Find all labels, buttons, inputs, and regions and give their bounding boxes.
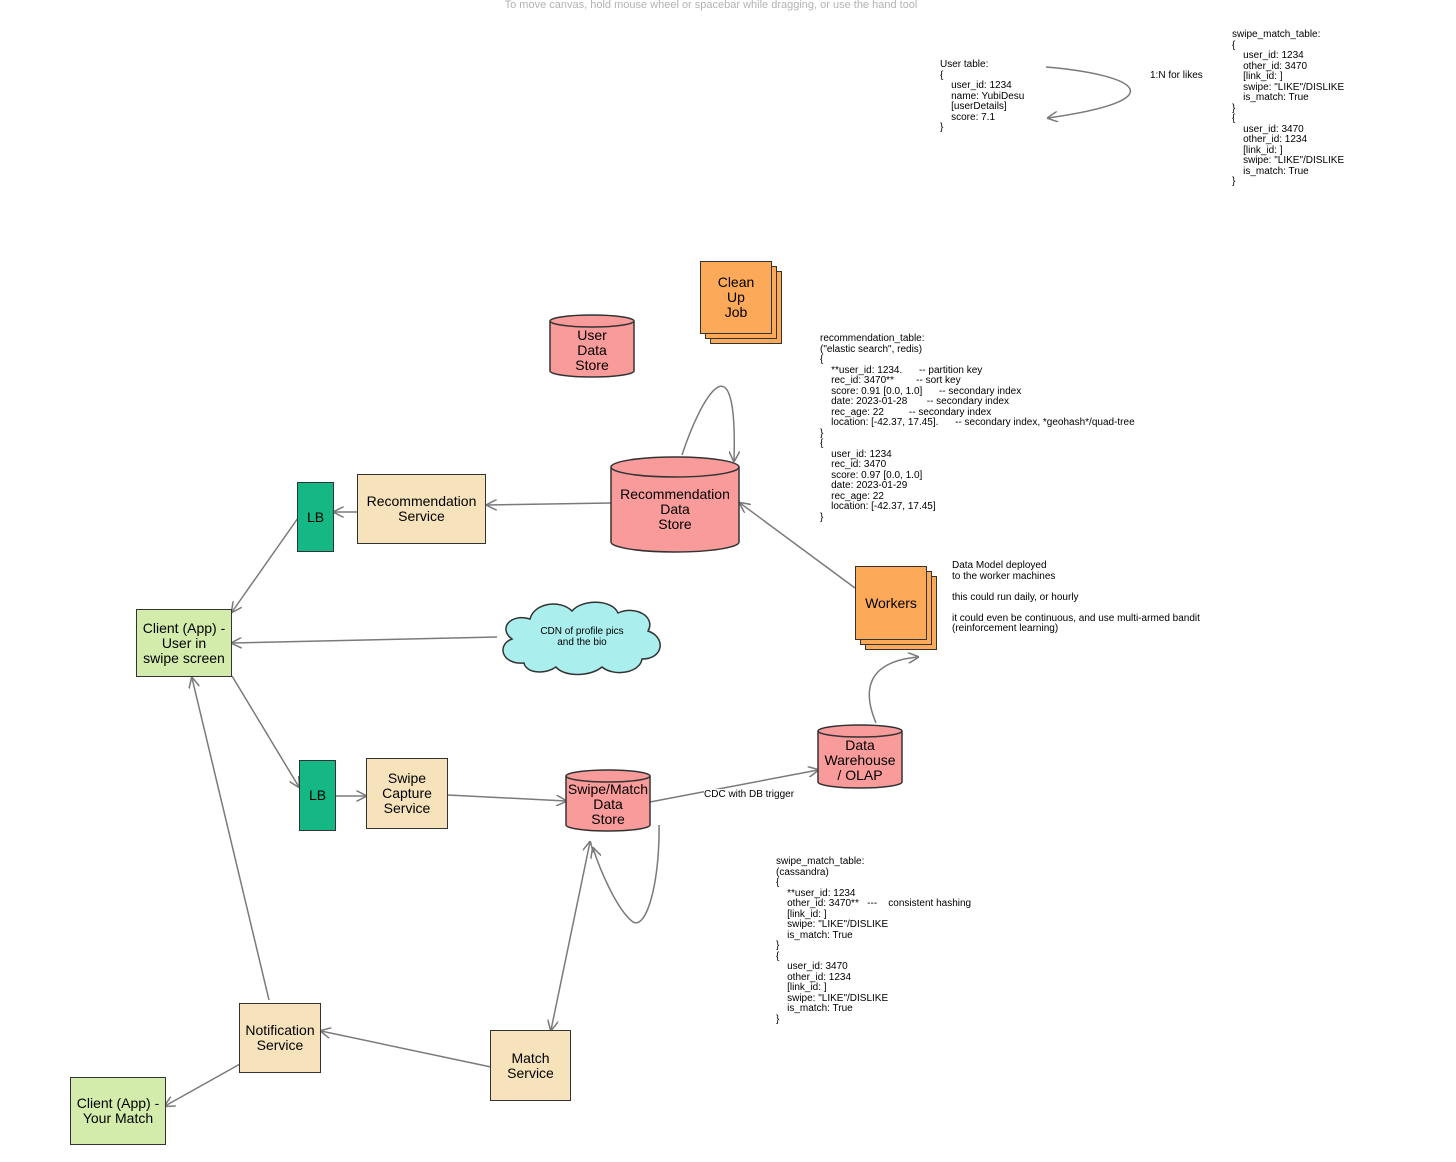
client-swipe-screen[interactable]: Client (App) - User in swipe screen <box>136 609 232 677</box>
user-data-store-cylinder <box>549 314 635 378</box>
cdn-cloud-icon[interactable] <box>494 597 668 677</box>
swipe-match-table-bottom-note: swipe_match_table: (cassandra) { **user_… <box>776 856 972 1025</box>
match-service-label: Match Service <box>507 1049 554 1081</box>
lb-bottom-label: LB <box>308 787 327 803</box>
notification-service[interactable]: Notification Service <box>239 1003 321 1073</box>
recommendation-data-store-cylinder <box>610 456 740 553</box>
user-table-note: User table: { user_id: 1234 name: YubiDe… <box>940 59 1025 133</box>
notification-service-label: Notification Service <box>245 1022 315 1053</box>
user-data-store-label: User Data Store <box>575 326 609 373</box>
edge-swipecapture-to-swipestore <box>447 794 566 801</box>
recommendation-service[interactable]: Recommendation Service <box>357 474 486 544</box>
client-your-match[interactable]: Client (App) - Your Match <box>70 1077 166 1145</box>
data-warehouse-label: Data Warehouse / OLAP <box>824 737 896 783</box>
edge-one-to-n-likes <box>1045 66 1132 118</box>
edge-lb-to-client <box>232 517 299 612</box>
cdc-label: CDC with DB trigger <box>704 789 795 800</box>
recommendation-service-label: Recommendation Service <box>366 493 477 524</box>
canvas-hint: To move canvas, hold mouse wheel or spac… <box>504 0 918 11</box>
match-service[interactable]: Match Service <box>490 1030 571 1101</box>
edge-warehouse-to-workers <box>868 657 918 724</box>
swipe-capture-service[interactable]: Swipe Capture Service <box>366 758 448 829</box>
workers-label: Workers <box>865 594 917 611</box>
lb-top-label: LB <box>306 508 325 525</box>
client-swipe-screen-label: Client (App) - User in swipe screen <box>142 619 226 666</box>
swipe-match-data-store-label: Swipe/Match Data Store <box>567 781 649 827</box>
edge-recdatastore-to-recservice <box>487 503 612 505</box>
lb-bottom[interactable]: LB <box>299 760 336 831</box>
edge-cleanup-loop <box>681 385 734 461</box>
clean-up-job[interactable]: Clean Up Job <box>700 261 772 334</box>
one-to-n-label: 1:N for likes <box>1150 70 1203 81</box>
edge-swipestore-to-warehouse <box>649 770 818 803</box>
swipe-capture-service-label: Swipe Capture Service <box>382 770 432 816</box>
clean-up-job-label: Clean Up Job <box>717 274 755 320</box>
edge-matchservice-to-notification <box>321 1031 492 1068</box>
swipe-match-data-store[interactable]: Swipe/Match Data Store <box>565 769 651 832</box>
recommendation-table-note: recommendation_table: ("elastic search",… <box>820 333 1135 523</box>
cdn-label: CDN of profile pics and the bio <box>540 626 624 648</box>
recommendation-data-store-label: Recommendation Data Store <box>620 486 730 532</box>
client-your-match-label: Client (App) - Your Match <box>76 1095 160 1126</box>
lb-top[interactable]: LB <box>297 482 334 552</box>
data-warehouse-cylinder <box>817 724 903 789</box>
user-data-store[interactable]: User Data Store <box>549 314 635 378</box>
workers-note: Data Model deployed to the worker machin… <box>952 560 1200 634</box>
data-warehouse[interactable]: Data Warehouse / OLAP <box>817 724 903 789</box>
edge-notification-to-clientmatch <box>165 1063 241 1106</box>
recommendation-data-store[interactable]: Recommendation Data Store <box>610 456 740 553</box>
edge-swipestore-self-loop <box>593 824 660 924</box>
swipe-match-table-top-note: swipe_match_table: { user_id: 1234 other… <box>1232 29 1345 187</box>
swipe-match-data-store-cylinder <box>565 769 651 832</box>
workers[interactable]: Workers <box>855 566 927 640</box>
edge-workers-to-recdatastore <box>740 503 856 589</box>
edge-client-to-lb <box>231 675 299 787</box>
edge-notification-to-client <box>192 678 270 1001</box>
edge-cdn-to-client <box>232 636 498 643</box>
edge-swipestore-matchservice <box>551 842 590 1030</box>
